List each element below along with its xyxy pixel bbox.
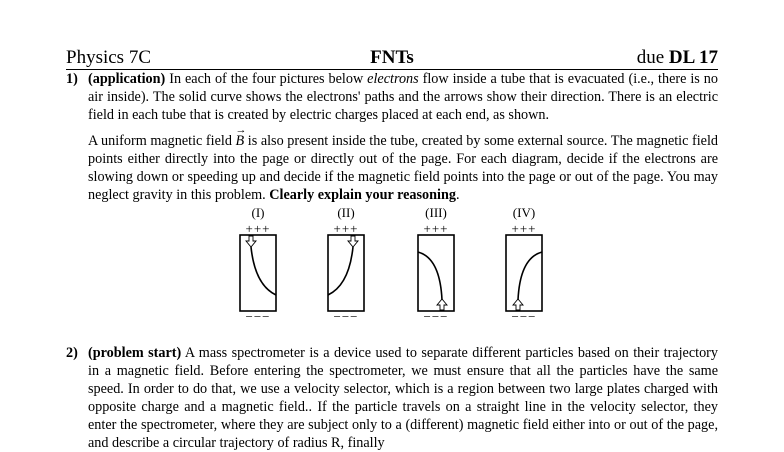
question-2: 2) (problem start) A mass spectrometer i… bbox=[66, 344, 718, 452]
negative-charges-3: −−− bbox=[423, 309, 449, 324]
positive-charges-3: +++ bbox=[423, 221, 449, 236]
diagram-label-4: (IV) bbox=[512, 205, 536, 220]
question-1-number: 1) bbox=[66, 71, 78, 87]
negative-charges-4: −−− bbox=[511, 309, 537, 324]
path-curve-1 bbox=[250, 246, 277, 296]
positive-charges-4: +++ bbox=[511, 221, 537, 236]
direction-arrow-down-icon-1 bbox=[245, 235, 257, 248]
path-curve-3 bbox=[417, 251, 443, 301]
diagram-label-3: (III) bbox=[425, 205, 447, 220]
question-2-paragraph: (problem start) A mass spectrometer is a… bbox=[88, 344, 718, 452]
q1-text-c: A uniform magnetic field bbox=[88, 133, 236, 149]
tube-2 bbox=[327, 234, 365, 312]
q1-text-d: is also present inside the tube, created… bbox=[88, 133, 719, 203]
path-curve-4 bbox=[517, 251, 543, 301]
question-2-number: 2) bbox=[66, 345, 78, 361]
q1-bold-instruction: Clearly explain your reasoning bbox=[269, 187, 456, 203]
q2-text: A mass spectrometer is a device used to … bbox=[88, 345, 718, 451]
assignment-title: FNTs bbox=[370, 47, 414, 68]
direction-arrow-down-icon-2 bbox=[347, 235, 359, 248]
diagram-label-1: (I) bbox=[251, 205, 265, 220]
tube-3 bbox=[417, 234, 455, 312]
q1-text-b: flow inside a tube that is evacuated (i.… bbox=[88, 71, 718, 123]
question-1-paragraph-1: (application) In each of the four pictur… bbox=[88, 70, 718, 124]
q1-text-a: In each of the four pictures below bbox=[165, 71, 368, 87]
path-curve-2 bbox=[327, 246, 354, 296]
negative-charges-2: −−− bbox=[333, 309, 359, 324]
question-1-tag: (application) bbox=[88, 71, 166, 87]
due-value: DL 17 bbox=[668, 47, 718, 68]
question-1: 1) (application) In each of the four pic… bbox=[66, 70, 718, 204]
diagram-label-2: (II) bbox=[337, 205, 355, 220]
page-header: Physics 7C FNTs due DL 17 bbox=[66, 47, 718, 70]
positive-charges-1: +++ bbox=[245, 221, 271, 236]
vector-b-symbol: B bbox=[236, 121, 245, 150]
q1-text-end: . bbox=[455, 187, 460, 203]
due-date: due DL 17 bbox=[637, 47, 718, 69]
course-name: Physics 7C bbox=[66, 47, 151, 68]
positive-charges-2: +++ bbox=[333, 221, 359, 236]
q1-emphasis-electrons: electrons bbox=[367, 71, 419, 87]
tube-4 bbox=[505, 234, 543, 312]
question-1-paragraph-2: A uniform magnetic field B is also prese… bbox=[88, 121, 719, 204]
tube-1 bbox=[239, 234, 277, 312]
due-prefix: due bbox=[636, 47, 669, 68]
question-2-tag: (problem start) bbox=[88, 345, 182, 361]
negative-charges-1: −−− bbox=[245, 309, 271, 324]
